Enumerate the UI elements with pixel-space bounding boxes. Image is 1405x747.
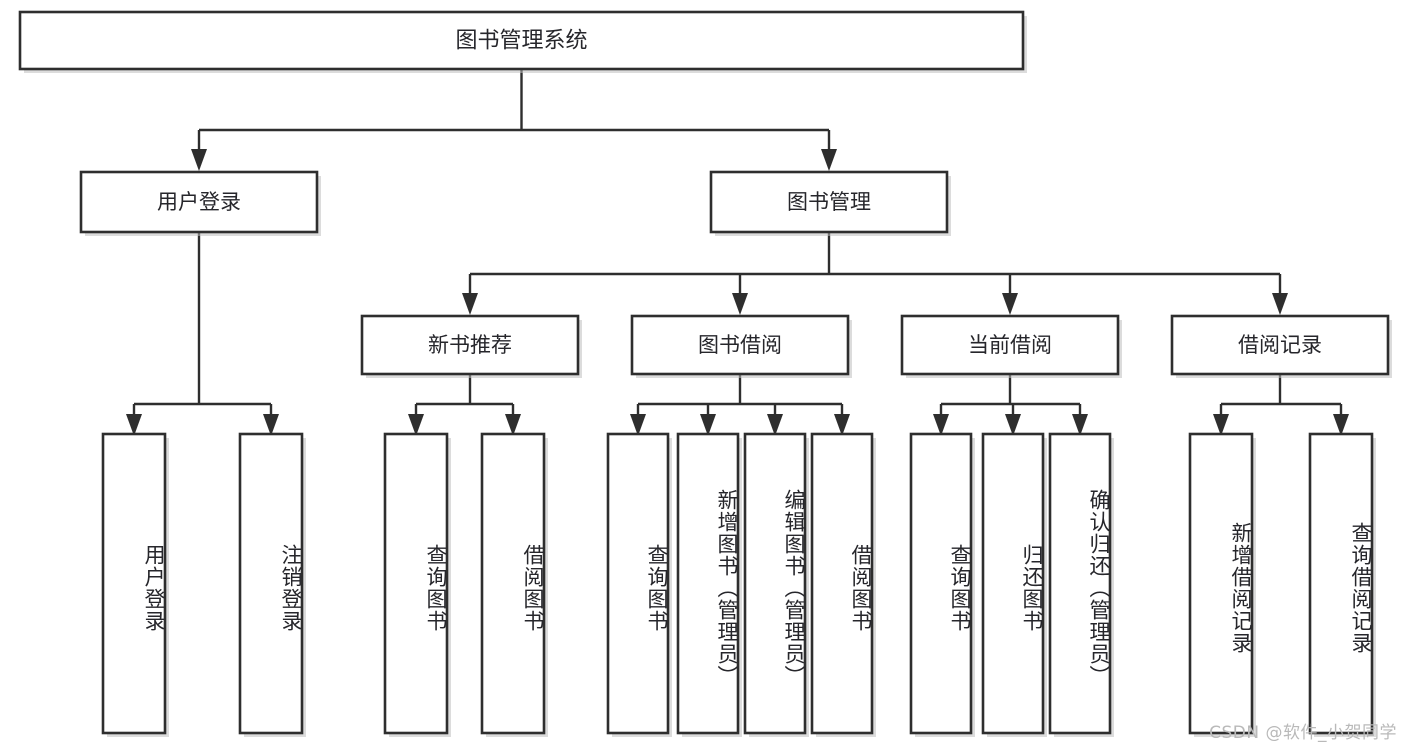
connector-layer (126, 69, 1349, 436)
arrow-to-book-borrow (732, 293, 748, 315)
node-box-leaf-return-book[interactable] (981, 432, 1045, 735)
arrow-to-leaf-borrow-book-2 (834, 414, 850, 436)
node-box-leaf-query-book-3[interactable] (909, 432, 973, 735)
node-label-borrow-record: 借阅记录 (1238, 333, 1322, 357)
node-label-root: 图书管理系统 (455, 29, 587, 54)
node-box-leaf-borrow-book-1[interactable] (480, 432, 546, 735)
node-box-layer (18, 10, 1392, 737)
node-box-leaf-query-record[interactable] (1308, 432, 1374, 735)
arrow-to-leaf-query-book-3 (933, 414, 949, 436)
node-box-leaf-user-login[interactable] (101, 432, 167, 735)
arrow-to-leaf-query-book-1 (408, 414, 424, 436)
node-box-leaf-edit-book[interactable] (743, 432, 807, 735)
node-label-book-manage: 图书管理 (787, 190, 871, 214)
node-box-leaf-confirm-return[interactable] (1048, 432, 1112, 735)
arrow-to-leaf-query-book-2 (630, 414, 646, 436)
csdn-watermark: CSDN @软件_小贺同学 (1209, 723, 1397, 743)
node-box-borrow-record[interactable] (1170, 314, 1390, 376)
node-box-book-borrow[interactable] (630, 314, 850, 376)
arrow-to-new-book-recommend (462, 293, 478, 315)
node-box-leaf-query-book-1[interactable] (383, 432, 449, 735)
node-box-user-login[interactable] (79, 170, 319, 234)
arrow-to-leaf-user-login (126, 414, 142, 436)
arrow-to-borrow-record (1272, 293, 1288, 315)
node-label-current-borrow: 当前借阅 (968, 333, 1052, 357)
arrow-to-leaf-query-record (1333, 414, 1349, 436)
node-label-new-book-recommend: 新书推荐 (428, 333, 512, 357)
node-box-leaf-add-record[interactable] (1188, 432, 1254, 735)
arrow-to-leaf-return-book (1005, 414, 1021, 436)
arrow-to-leaf-add-book (700, 414, 716, 436)
node-box-leaf-add-book[interactable] (676, 432, 740, 735)
node-box-leaf-borrow-book-2[interactable] (810, 432, 874, 735)
arrow-to-leaf-add-record (1213, 414, 1229, 436)
arrow-to-book-manage (821, 149, 837, 171)
arrow-to-user-login (191, 149, 207, 171)
arrow-to-leaf-edit-book (767, 414, 783, 436)
node-label-user-login: 用户登录 (157, 190, 241, 214)
arrow-to-leaf-borrow-book-1 (505, 414, 521, 436)
node-box-book-manage[interactable] (709, 170, 949, 234)
node-label-book-borrow: 图书借阅 (698, 333, 782, 357)
node-box-root[interactable] (18, 10, 1025, 71)
arrow-to-current-borrow (1002, 293, 1018, 315)
node-box-leaf-query-book-2[interactable] (606, 432, 670, 735)
node-box-leaf-logout[interactable] (238, 432, 304, 735)
node-box-new-book-recommend[interactable] (360, 314, 580, 376)
arrow-to-leaf-confirm-return (1072, 414, 1088, 436)
node-box-current-borrow[interactable] (900, 314, 1120, 376)
arrow-to-leaf-logout (263, 414, 279, 436)
